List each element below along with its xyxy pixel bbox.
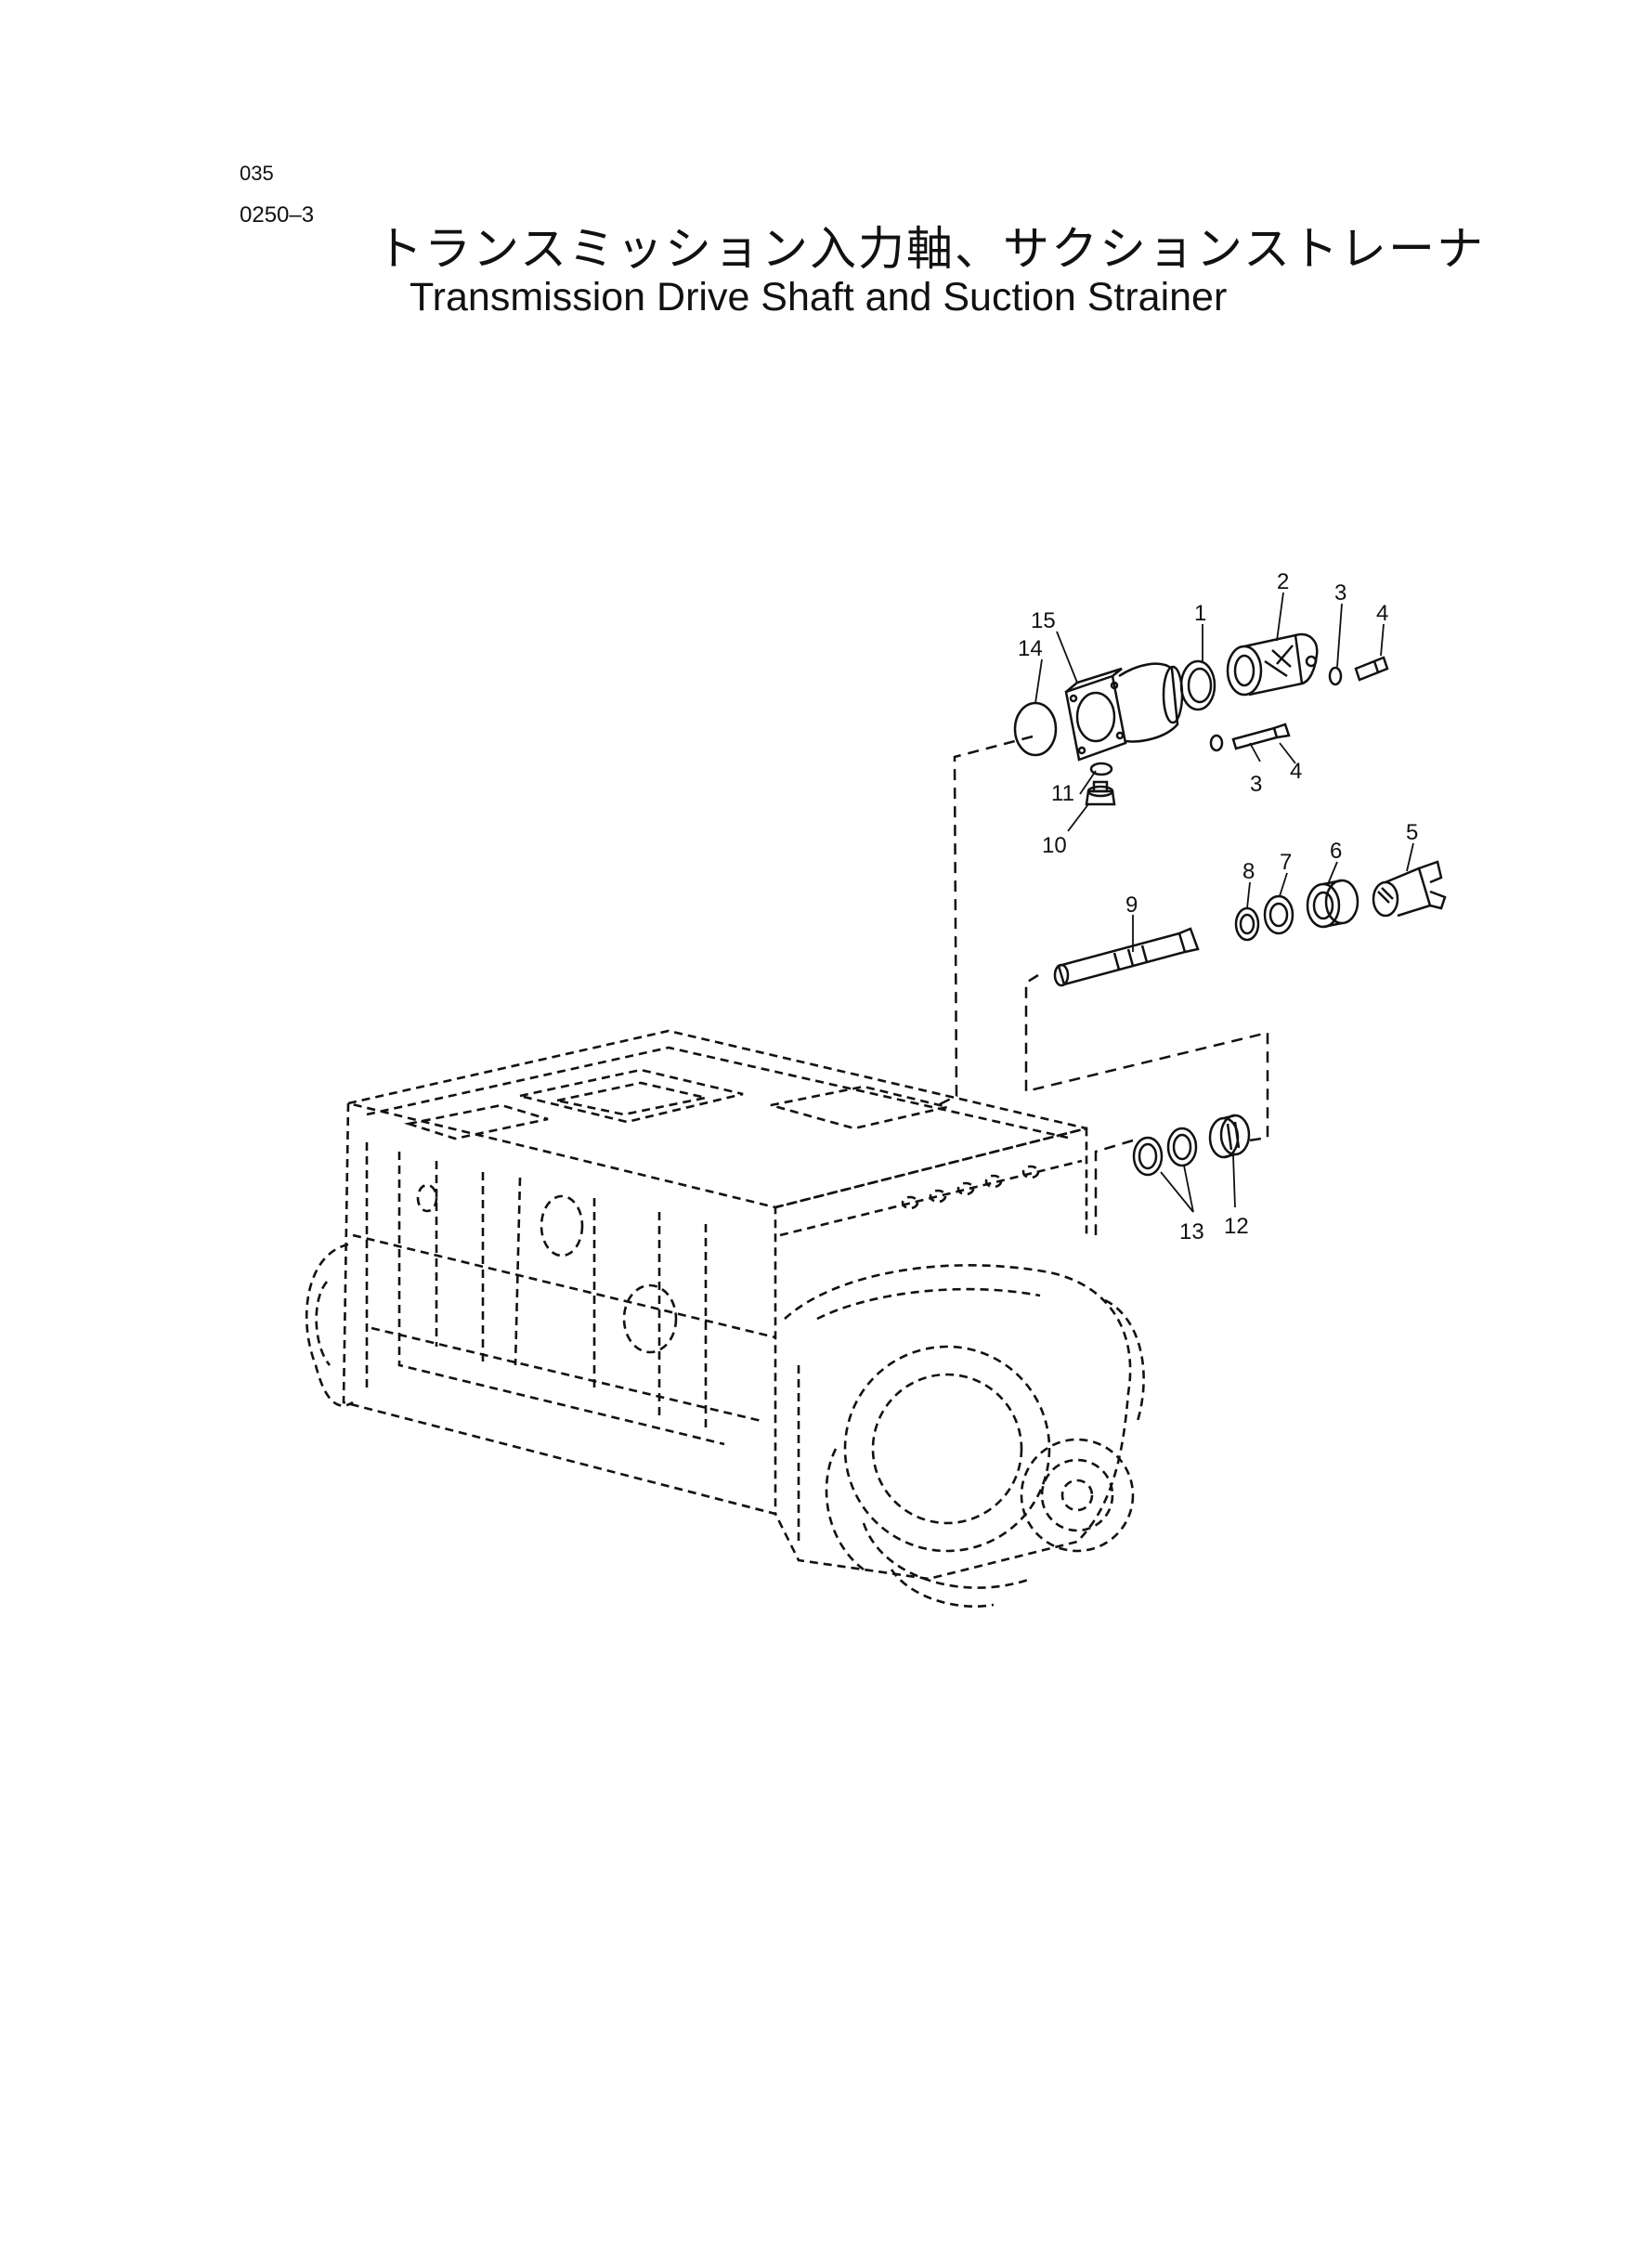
- callout-11: 11: [1051, 781, 1074, 806]
- callout-15: 15: [1031, 608, 1056, 633]
- part-4-bolt-upper: [1354, 656, 1389, 682]
- callout-2: 2: [1277, 569, 1289, 594]
- page-title-english: Transmission Drive Shaft and Suction Str…: [410, 275, 1228, 319]
- part-2-suction-strainer: [1226, 632, 1319, 697]
- part-10-drain-plug: [1085, 780, 1116, 806]
- part-11-gasket: [1089, 762, 1113, 776]
- callout-10: 10: [1042, 833, 1067, 858]
- part-13-rings: [1132, 1127, 1198, 1177]
- callout-4-lower: 4: [1290, 759, 1302, 784]
- part-8-ring: [1234, 906, 1260, 942]
- callout-8: 8: [1242, 859, 1255, 884]
- callout-1: 1: [1194, 601, 1206, 626]
- part-12-bearing: [1208, 1114, 1251, 1159]
- callout-4-upper: 4: [1376, 601, 1388, 626]
- callout-labels: 1 2 3 3 4 4 5 6 7 8 9 10 11 12 13 14 15: [1018, 569, 1418, 1244]
- page-code: 035: [240, 162, 274, 185]
- callout-6: 6: [1330, 839, 1342, 864]
- part-1-seal-ring: [1179, 659, 1216, 711]
- callout-7: 7: [1280, 850, 1292, 875]
- part-15-strainer-cover: [1064, 662, 1184, 762]
- callout-leaders: [1034, 592, 1414, 1213]
- part-3-washer-lower: [1209, 734, 1224, 752]
- part-7-seal: [1263, 894, 1294, 935]
- part-14-o-ring: [1013, 701, 1058, 757]
- part-4-bolt-lower: [1231, 723, 1291, 750]
- callout-9: 9: [1125, 892, 1138, 918]
- part-9-drive-shaft: [1053, 927, 1200, 987]
- part-3-washer-upper: [1328, 666, 1343, 686]
- transmission-housing-outline: [305, 1029, 1145, 1608]
- callout-12: 12: [1224, 1214, 1249, 1239]
- assembly-leader-lines: [937, 735, 1269, 1235]
- section-code: 0250–3: [240, 202, 315, 228]
- page-title-japanese: トランスミッション入力軸、サクションストレーナ: [376, 222, 1485, 276]
- part-6-bearing: [1306, 879, 1359, 929]
- callout-5: 5: [1406, 820, 1418, 845]
- callout-14: 14: [1018, 636, 1043, 661]
- callout-3-lower: 3: [1250, 772, 1262, 797]
- callout-13: 13: [1179, 1219, 1204, 1244]
- part-5-yoke: [1372, 860, 1447, 918]
- callout-3-upper: 3: [1334, 580, 1346, 606]
